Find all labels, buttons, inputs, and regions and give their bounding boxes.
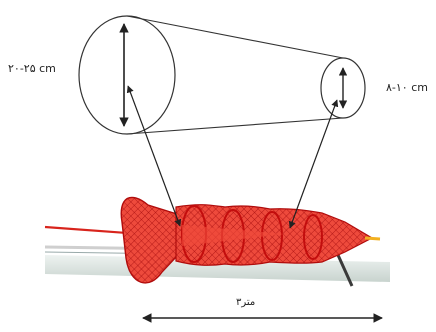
magnified-ends bbox=[79, 16, 365, 134]
wide-mouth-ellipse bbox=[79, 16, 175, 134]
narrow-diameter-label: ۸-۱۰ cm bbox=[386, 81, 428, 94]
upper-tangent-line bbox=[127, 16, 343, 58]
fyke-net-illustration bbox=[45, 197, 390, 286]
length-label: ۳متر bbox=[236, 297, 255, 308]
pointer-arrow-tail bbox=[290, 100, 337, 228]
lower-tangent-line bbox=[127, 118, 343, 134]
tail-tip bbox=[365, 238, 380, 239]
wide-diameter-label: ۲۰-۲۵ cm bbox=[8, 62, 56, 75]
